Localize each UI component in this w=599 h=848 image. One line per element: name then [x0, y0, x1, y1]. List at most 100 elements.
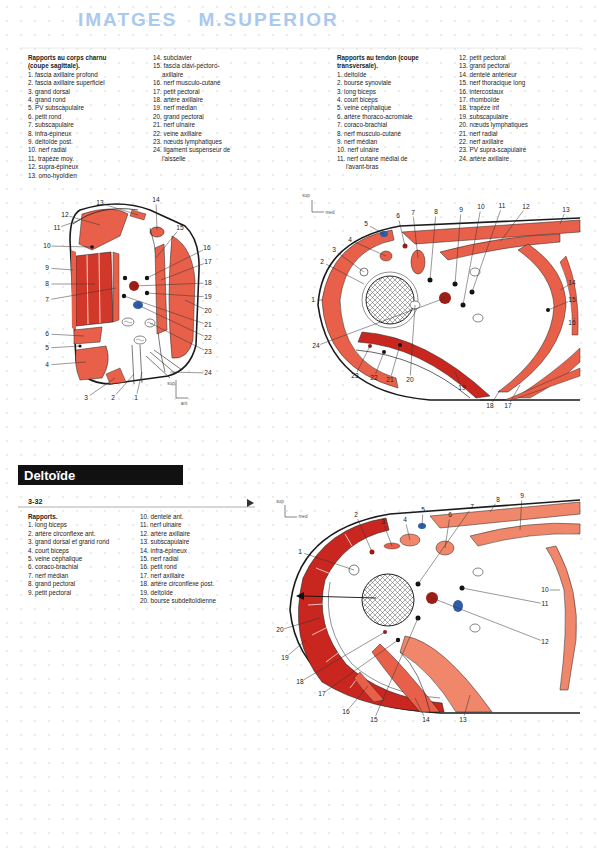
callout-number: 1	[134, 395, 138, 402]
callout-number: 12	[61, 212, 68, 219]
callout-number: 21	[386, 377, 393, 384]
leader-line	[52, 284, 96, 285]
legend-item: 12. artère axillaire	[140, 530, 250, 538]
muscle	[71, 250, 76, 330]
arrow-head	[296, 592, 304, 600]
leader-line	[61, 220, 80, 227]
muscle	[436, 541, 454, 555]
leader-line	[520, 500, 522, 530]
leader-line	[560, 214, 564, 224]
leader-line	[370, 226, 384, 234]
callout-number: 16	[203, 245, 210, 252]
callout-number: 16	[568, 320, 575, 327]
callout-number: 5	[421, 507, 425, 514]
callout-number: 6	[45, 331, 49, 338]
section-outline	[70, 204, 199, 384]
leader-line	[430, 216, 436, 280]
leader-line	[406, 524, 410, 540]
artery	[439, 292, 451, 304]
legend-item: 3. grand dorsal	[28, 88, 146, 96]
legend-item: 16. nerf musculo-cutané	[153, 79, 235, 87]
legend-item: 24. ligament suspenseur de l'aisselle	[153, 146, 235, 163]
nerve	[428, 278, 433, 283]
fascia-line	[132, 345, 142, 384]
artery	[426, 592, 438, 604]
callout-number: 15	[370, 717, 377, 724]
leader-line	[358, 519, 372, 552]
callout-number: 7	[470, 504, 474, 511]
leader-line	[455, 372, 460, 384]
callout-number: 20	[276, 627, 283, 634]
muscle	[74, 327, 102, 344]
leader-line	[376, 618, 418, 716]
leader-line	[415, 698, 424, 716]
nerve	[460, 586, 465, 591]
orientation-mark	[312, 200, 324, 212]
legend-item: 3. grand dorsal et grand rond	[28, 538, 138, 546]
muscle	[354, 672, 384, 702]
muscle	[79, 209, 128, 250]
nerve	[90, 245, 94, 249]
callout-number: 17	[204, 259, 211, 266]
muscle	[113, 252, 119, 322]
callout-number: 2	[354, 512, 358, 519]
legend-item: 17. rhomboïde	[459, 96, 541, 104]
callout-number: 11	[54, 225, 61, 232]
leader-line	[463, 211, 480, 305]
legend-item: 6. coraco-brachial	[28, 563, 138, 571]
legend-item: 15. fascia clavi-pectoro-axillaire	[153, 62, 235, 79]
legend-item: 5. PV subscapulaire	[28, 104, 146, 112]
leader-line	[548, 302, 568, 310]
muscle	[400, 534, 420, 546]
callout-number: 8	[434, 209, 438, 216]
legend-item: 7. subscapulaire	[28, 121, 146, 129]
leader-line	[560, 285, 568, 290]
callout-number: 10	[477, 204, 484, 211]
leader-line	[288, 640, 306, 655]
leader-line	[51, 346, 80, 348]
vein	[453, 600, 463, 612]
leader-line	[51, 334, 84, 336]
callout-number: 18	[296, 679, 303, 686]
callout-number: 18	[204, 280, 211, 287]
legend-item: 23. PV supra-scapulaire	[459, 146, 541, 154]
ligament	[146, 350, 182, 378]
leader-line	[326, 640, 398, 691]
callout-number: 24	[204, 370, 211, 377]
muscle	[470, 523, 580, 546]
lymph-node	[470, 624, 480, 632]
leader-line	[500, 211, 523, 242]
legend-item: 20. bourse subdeltoïdienne	[140, 597, 250, 605]
legend-item: 4. court biceps	[28, 547, 138, 555]
lymph-node	[470, 268, 480, 276]
nerve	[396, 638, 400, 642]
callout-number: 1	[311, 297, 315, 304]
callout-number: 14	[422, 717, 429, 724]
leader-line	[492, 390, 500, 402]
orientation-label: med	[326, 211, 335, 216]
leader-line	[170, 372, 204, 374]
legend-item: 14. infra-épineux	[140, 547, 250, 555]
artery	[129, 281, 139, 291]
muscle-striation	[308, 534, 362, 688]
leader-line	[147, 293, 204, 297]
callout-number: 20	[406, 377, 413, 384]
callout-number: 23	[351, 373, 358, 380]
leader-line	[338, 253, 364, 272]
callout-number: 16	[342, 709, 349, 716]
legend-heading: Rapports.	[28, 513, 138, 521]
band-title: Deltoïde	[24, 468, 75, 483]
legend-item: 9. deltoïde post.	[28, 138, 146, 146]
leader-line	[320, 298, 445, 344]
callout-number: 8	[496, 497, 500, 504]
tendon	[384, 543, 400, 549]
legend-item: 11. nerf cutané médial de l'avant-bras	[337, 155, 425, 172]
callout-number: 10	[43, 243, 50, 250]
legend-item: 17. petit pectoral	[153, 88, 235, 96]
tendon	[349, 565, 359, 575]
legend-item: 19. subscapulaire	[459, 113, 541, 121]
leader-line	[385, 526, 392, 546]
legend-item: 14. subclavier	[153, 54, 235, 62]
muscle	[155, 244, 167, 334]
